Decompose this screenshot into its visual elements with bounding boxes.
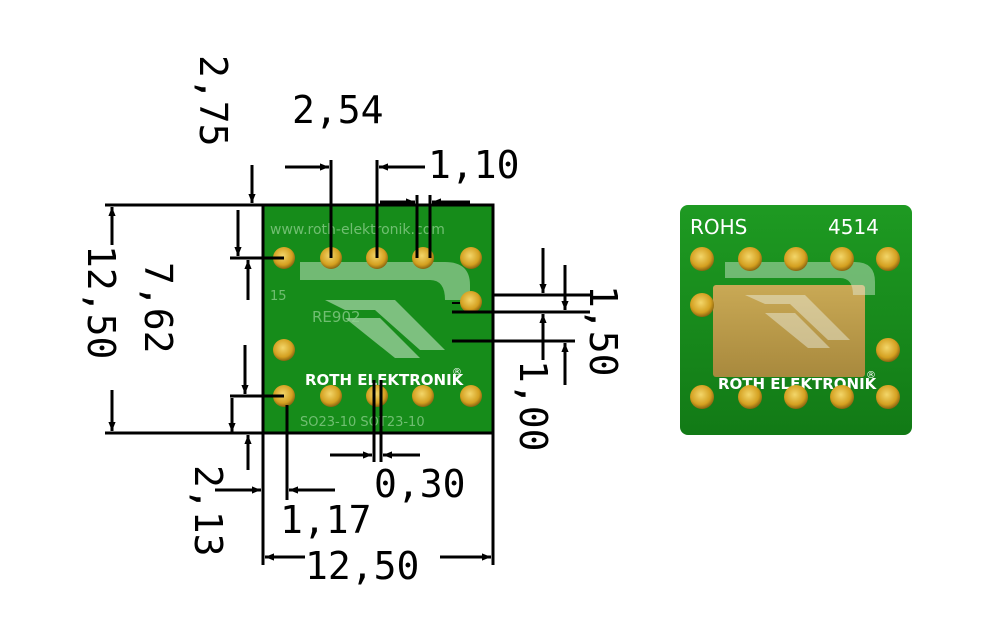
pad: [738, 247, 762, 271]
pad: [876, 247, 900, 271]
pad: [320, 385, 342, 407]
dim-pad-width: 1,10: [428, 143, 520, 187]
dim-slot-width: 0,30: [374, 462, 466, 506]
dim-pad-offset: 1,17: [280, 498, 372, 542]
center-gold-pad: [713, 285, 865, 377]
roth-logo-icon: [300, 262, 470, 358]
bottom-silk-text: SO23-10 SOT23-10: [300, 415, 425, 430]
registered-mark: ®: [452, 367, 462, 378]
photo-logo-icon: [725, 262, 875, 348]
dim-row-spacing: 7,62: [136, 262, 180, 354]
pad: [460, 385, 482, 407]
dimension-lines: [105, 160, 590, 565]
dim-pin-pitch: 2,54: [292, 88, 384, 132]
pad: [876, 338, 900, 362]
left-mark-text: 15: [270, 289, 287, 304]
photo-pads-bottom: [690, 385, 900, 409]
pad-row-top: [273, 247, 482, 269]
pad: [784, 247, 808, 271]
pad: [690, 293, 714, 317]
pad: [738, 385, 762, 409]
part-number-text: RE902: [312, 308, 361, 326]
dim-board-height: 12,50: [79, 245, 123, 359]
pad: [460, 291, 482, 313]
dim-top-offset: 2,75: [191, 55, 235, 147]
dim-small-pad-size: 1,00: [511, 360, 555, 452]
pad: [366, 385, 388, 407]
pcb-photo: ROHS 4514 ROTH ELEKTRONIK ®: [680, 205, 912, 435]
dim-small-pad-pitch: 1,50: [581, 285, 625, 377]
pad: [830, 385, 854, 409]
date-code: 4514: [828, 215, 879, 239]
rohs-label: ROHS: [690, 215, 747, 239]
dim-edge-offset: 2,13: [186, 465, 230, 557]
smd-pad-line: [452, 302, 460, 304]
pad: [830, 247, 854, 271]
pcb-url-text: www.roth-elektronik.com: [270, 222, 445, 238]
pad: [690, 385, 714, 409]
photo-pads-top: [690, 247, 900, 271]
pad: [784, 385, 808, 409]
brand-text: ROTH ELEKTRONIK: [305, 371, 465, 389]
pad: [412, 385, 434, 407]
pad: [460, 247, 482, 269]
dimension-labels: 2,54 1,10 2,75 12,50 7,62 1,50 1,00 0,30…: [79, 55, 625, 588]
dim-board-width: 12,50: [305, 544, 419, 588]
photo-registered-mark: ®: [866, 370, 876, 381]
pad: [273, 339, 295, 361]
pad: [876, 385, 900, 409]
pad: [690, 247, 714, 271]
